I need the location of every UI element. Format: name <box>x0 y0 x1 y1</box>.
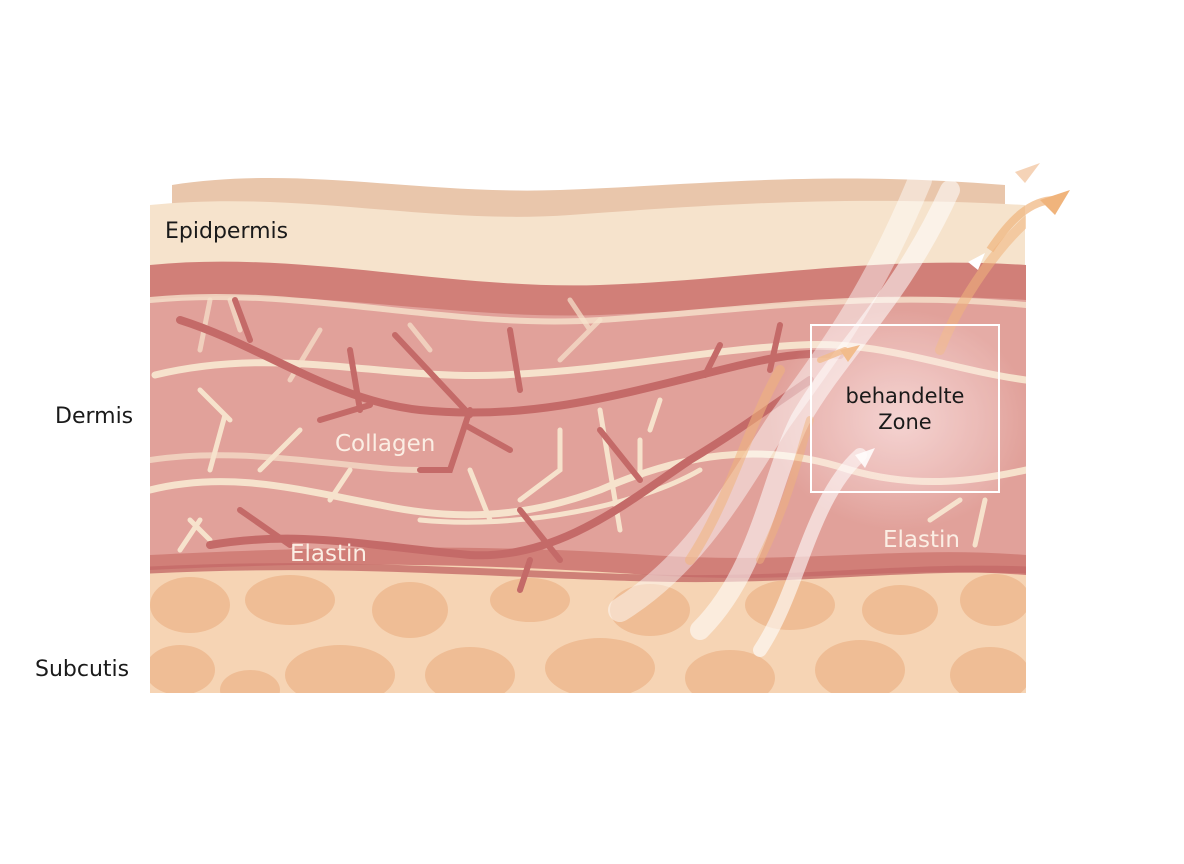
elastin-label-right: Elastin <box>883 527 960 553</box>
arrow-head-icon <box>1015 163 1040 183</box>
fat-cells <box>150 574 1026 693</box>
epidermis-label: Epidpermis <box>165 219 289 244</box>
treated-zone-label-line2: Zone <box>878 409 932 434</box>
heat-waves <box>608 168 1026 657</box>
subcutis-label: Subcutis <box>35 657 130 682</box>
arrow-head-icon <box>1040 190 1070 215</box>
arrow-head-icon <box>855 448 875 468</box>
dermis-label: Dermis <box>55 404 134 429</box>
collagen-label: Collagen <box>335 431 436 457</box>
heat-arrows <box>840 163 1070 468</box>
blood-vessels <box>150 297 1026 593</box>
arrow-head-icon <box>840 345 860 362</box>
arrow-head-icon <box>968 253 985 270</box>
elastin-label-left: Elastin <box>290 541 367 567</box>
treated-zone-label-line1: behandelte <box>845 383 965 408</box>
treated-zone-box: behandelte Zone <box>810 324 1000 493</box>
